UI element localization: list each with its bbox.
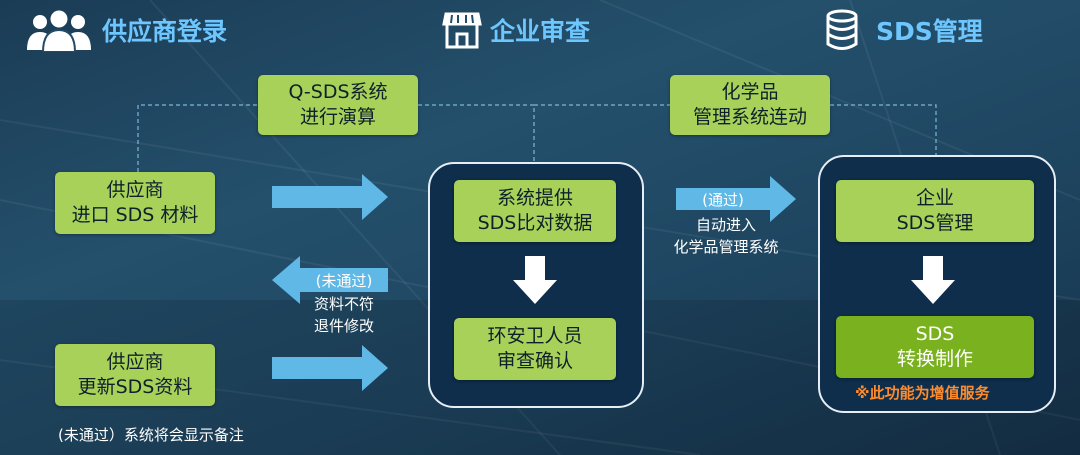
header-enterprise-review-text: 企业审查 (490, 17, 591, 46)
chem-link-box: 化学品 管理系统连动 (670, 75, 830, 135)
system-provide-line2: SDS比对数据 (477, 212, 593, 234)
fail-note-line1: 资料不符 (313, 295, 374, 313)
chem-link-line2: 管理系统连动 (692, 106, 807, 128)
ehs-confirm-box: 环安卫人员 审查确认 (454, 318, 616, 380)
supplier-import-line2: 进口 SDS 材料 (71, 204, 199, 226)
store-icon (442, 12, 482, 49)
pass-note: 自动进入 化学品管理系统 (664, 214, 788, 258)
pass-note-line2: 化学品管理系统 (673, 238, 779, 256)
fail-pill: (未通过) (300, 268, 388, 292)
pass-pill: (通过) (676, 188, 770, 210)
chem-link-line1: 化学品 (721, 81, 779, 103)
ehs-confirm-line2: 审查确认 (496, 350, 573, 372)
fail-note: 资料不符 退件修改 (296, 293, 392, 337)
supplier-import-line1: 供应商 (106, 179, 164, 201)
enterprise-sds-line2: SDS管理 (896, 212, 974, 234)
header-supplier-login-text: 供应商登录 (102, 17, 228, 46)
sds-convert-line1: SDS (915, 323, 955, 345)
sds-convert-line2: 转换制作 (896, 348, 973, 370)
supplier-update-line1: 供应商 (106, 351, 164, 373)
system-provide-box: 系统提供 SDS比对数据 (454, 180, 616, 242)
qsds-line2: 进行演算 (299, 106, 376, 128)
header-supplier-login: 供应商登录 (24, 8, 227, 52)
pass-note-line1: 自动进入 (695, 216, 756, 234)
sds-convert-box: SDS 转换制作 (836, 316, 1034, 378)
enterprise-sds-box: 企业 SDS管理 (836, 180, 1034, 242)
qsds-line1: Q-SDS系统 (288, 81, 388, 103)
users-icon (27, 10, 91, 52)
database-icon (826, 9, 858, 50)
qsds-box: Q-SDS系统 进行演算 (258, 75, 418, 135)
supplier-import-box: 供应商 进口 SDS 材料 (55, 172, 215, 234)
header-enterprise-review: 企业审查 (442, 8, 590, 52)
value-added-note: ※此功能为增值服务 (855, 384, 990, 402)
footer-note: (未通过）系统将会显示备注 (58, 426, 244, 444)
header-sds-management: SDS管理 (824, 8, 983, 52)
fail-note-line2: 退件修改 (313, 317, 374, 335)
system-provide-line1: 系统提供 (496, 187, 573, 209)
ehs-confirm-line1: 环安卫人员 (487, 325, 583, 347)
header-sds-management-text: SDS管理 (876, 17, 983, 46)
supplier-update-box: 供应商 更新SDS资料 (55, 344, 215, 406)
supplier-update-line2: 更新SDS资料 (77, 376, 193, 398)
enterprise-sds-line1: 企业 (915, 187, 954, 209)
